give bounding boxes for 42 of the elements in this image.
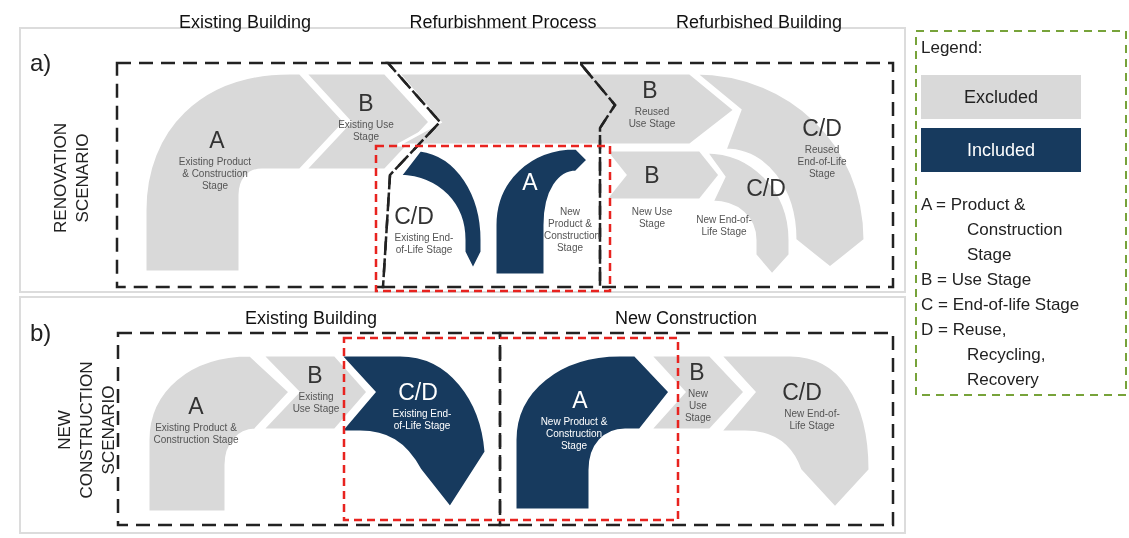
stage-description: Existing End-of-Life Stage xyxy=(391,408,453,432)
stage-letter: C/D xyxy=(781,378,823,406)
stage-description: Existing End-of-Life Stage xyxy=(394,232,454,256)
stage-letter: C/D xyxy=(801,114,843,142)
legend-definition: A = Product & Construction Stage xyxy=(921,194,1064,266)
stage-description: Reused Use Stage xyxy=(627,106,677,130)
panel-letter: a) xyxy=(30,52,52,74)
stage-letter: C/D xyxy=(393,202,435,230)
panel-letter: b) xyxy=(30,322,52,344)
stage-description: New End-of-Life Stage xyxy=(783,408,841,432)
stage-letter: A xyxy=(187,392,205,420)
stage-letter: B xyxy=(306,361,324,389)
stage-description: New Product & Construction Stage xyxy=(539,416,609,452)
stage-letter: A xyxy=(208,126,226,154)
stage-description: Existing Product & Construction Stage xyxy=(177,156,253,192)
legend-definition: C = End-of-life Stage xyxy=(921,294,1081,316)
legend-definition: B = Use Stage xyxy=(921,269,1033,291)
stage-description: Existing Use Stage xyxy=(338,119,394,143)
stage-letter: A xyxy=(571,386,589,414)
stage-description: New Use Stage xyxy=(630,206,674,230)
stage-letter: B xyxy=(688,358,706,386)
section-heading: Existing Building xyxy=(243,307,379,330)
scenario-title: RENOVATION SCENARIO xyxy=(50,122,93,235)
section-heading: Refurbishment Process xyxy=(408,11,598,34)
stage-letter: B xyxy=(641,76,659,104)
legend-text: Included xyxy=(966,139,1036,161)
scenario-title: NEW CONSTRUCTION SCENARIO xyxy=(54,360,119,501)
stage-letter: C/D xyxy=(745,174,787,202)
stage-description: Existing Product & Construction Stage xyxy=(152,422,240,446)
stage-letter: B xyxy=(357,89,375,117)
legend-title: Legend: xyxy=(921,37,983,59)
section-heading: New Construction xyxy=(613,307,759,330)
legend-text: Excluded xyxy=(963,86,1039,108)
stage-description: Reused End-of-Life Stage xyxy=(796,144,848,180)
section-heading: Existing Building xyxy=(177,11,313,34)
stage-description: Existing Use Stage xyxy=(291,391,341,415)
legend-definition: D = Reuse, Recycling, Recovery xyxy=(921,319,1047,391)
stage-description: New End-of-Life Stage xyxy=(696,214,752,238)
stage-description: New Use Stage xyxy=(683,388,713,424)
section-heading: Refurbished Building xyxy=(674,11,844,34)
stage-letter: C/D xyxy=(397,378,439,406)
stage-letter: A xyxy=(521,168,539,196)
